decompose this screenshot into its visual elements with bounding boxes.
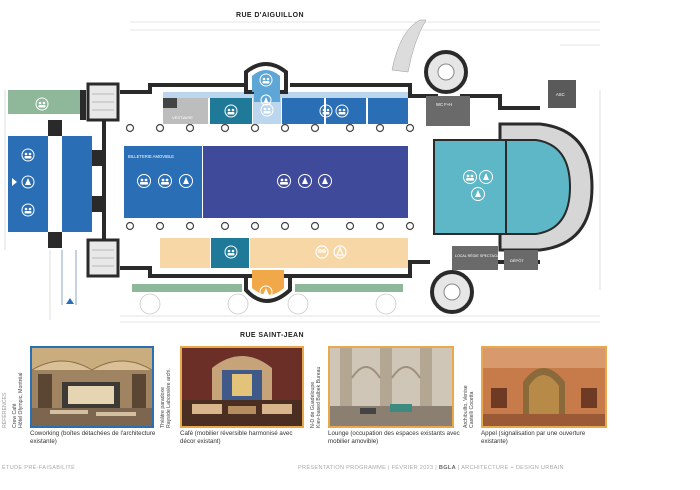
left-stair-bottom <box>86 238 120 278</box>
zone-coworking-left-2 <box>62 136 92 232</box>
people-icon <box>137 174 151 188</box>
reference-2-source: Théâtre paradoxe Rayside Labossière arch… <box>160 368 173 428</box>
reference-3-caption: Lounge (occupation des espaces existants… <box>328 430 460 445</box>
reference-2-caption: Café (mobilier réversible harmonisé avec… <box>180 430 293 445</box>
zone-blue-top-2 <box>326 98 366 124</box>
label-depot: DÉPÔT <box>510 258 524 263</box>
reference-3-photo <box>328 346 454 428</box>
people-icon <box>21 148 35 162</box>
zone-green-bottom-1 <box>132 284 242 292</box>
floor-plan: VESTIAIRE BILLETERIE AMOVIBLE WC F+H ASC… <box>4 19 601 323</box>
bottom-circles <box>139 293 397 315</box>
zone-depot <box>504 250 538 270</box>
label-vestiaire: VESTIAIRE <box>172 115 193 120</box>
people-icon <box>260 103 274 117</box>
people-icon <box>158 174 172 188</box>
lamp-icon <box>260 94 272 106</box>
surrounding-lines <box>4 21 601 323</box>
zone-blue-top-1 <box>282 98 324 124</box>
zone-teal-top <box>210 98 252 124</box>
zone-asc <box>548 80 576 108</box>
street-label-bottom: RUE SAINT-JEAN <box>240 332 304 339</box>
left-wall-blocks <box>48 90 106 248</box>
left-stair-top <box>86 82 120 122</box>
lamp-icons <box>21 94 493 299</box>
label-asc: ASC <box>556 92 565 97</box>
footer-center: PRÉSENTATION PROGRAMME | FÉVRIER 2023 | <box>298 465 438 471</box>
people-icon <box>463 170 477 184</box>
people-icons <box>21 73 477 259</box>
entry-lines <box>61 250 77 305</box>
people-icon <box>277 174 291 188</box>
people-icon <box>21 203 35 217</box>
reference-1-photo <box>30 346 154 428</box>
lamp-icon <box>21 175 35 189</box>
people-outline-icon <box>315 245 329 259</box>
reference-1-caption: Coworking (boîtes détachées de l'archite… <box>30 430 156 445</box>
people-icon <box>335 104 349 118</box>
footer-brand: BGLA <box>438 465 456 471</box>
reference-1-source: Crew Café Hôtel Olympic, Montréal <box>12 372 25 428</box>
rotunda-top <box>244 62 288 102</box>
columns <box>125 123 415 231</box>
lamp-icon <box>479 170 493 184</box>
entry-triangle-icon <box>12 178 17 186</box>
choir <box>433 122 594 252</box>
lamp-icon <box>179 174 193 188</box>
tower-top <box>424 50 468 94</box>
people-icon <box>35 97 49 111</box>
people-icon <box>224 245 238 259</box>
footer-left: ÉTUDE PRÉ-FAISABILITÉ <box>2 465 76 471</box>
references-label: RÉFÉRENCES <box>2 392 8 428</box>
zone-dark-vestibule <box>163 98 177 108</box>
reference-3-source: N-D de Guadeloupe Kiev-based Balbek Bure… <box>310 366 323 428</box>
zone-peach-left <box>160 238 210 268</box>
tower-bottom <box>430 270 474 314</box>
zone-local-regie <box>452 246 498 270</box>
lamp-outline-icon <box>333 245 347 259</box>
lamp-icon <box>298 174 312 188</box>
peach-icons <box>315 245 347 259</box>
people-icon <box>259 73 273 87</box>
people-icon <box>224 104 238 118</box>
lamp-icon <box>471 187 485 201</box>
label-local-regie: LOCAL RÉGIE SPECTACLE <box>455 253 502 258</box>
lamp-icon <box>259 285 273 299</box>
reference-4-caption: Appel (signalisation par une ouverture e… <box>481 430 586 445</box>
rotunda-bottom <box>244 270 292 303</box>
reference-4-source: Archibuilto, Venise Castelli Cocetta <box>463 385 476 428</box>
zone-wc <box>426 96 470 126</box>
spiral-stair-top <box>391 19 427 73</box>
reference-4-photo <box>481 346 607 428</box>
footer-right: PRÉSENTATION PROGRAMME | FÉVRIER 2023 | … <box>298 465 564 471</box>
label-billetterie: BILLETERIE AMOVIBLE <box>128 154 174 159</box>
entry-marker <box>66 298 74 304</box>
zone-peach-right <box>250 238 408 268</box>
zone-green-bottom-2 <box>295 284 403 292</box>
zone-lightblue-strip <box>163 92 408 98</box>
people-icon <box>319 104 333 118</box>
lamp-icon <box>318 174 332 188</box>
zone-blue-top-3 <box>368 98 408 124</box>
reference-2-photo <box>180 346 304 428</box>
footer-tagline: | ARCHITECTURE + DESIGN URBAIN <box>455 465 564 471</box>
street-label-top: RUE D'AIGUILLON <box>236 12 304 19</box>
label-wc: WC F+H <box>436 102 452 107</box>
